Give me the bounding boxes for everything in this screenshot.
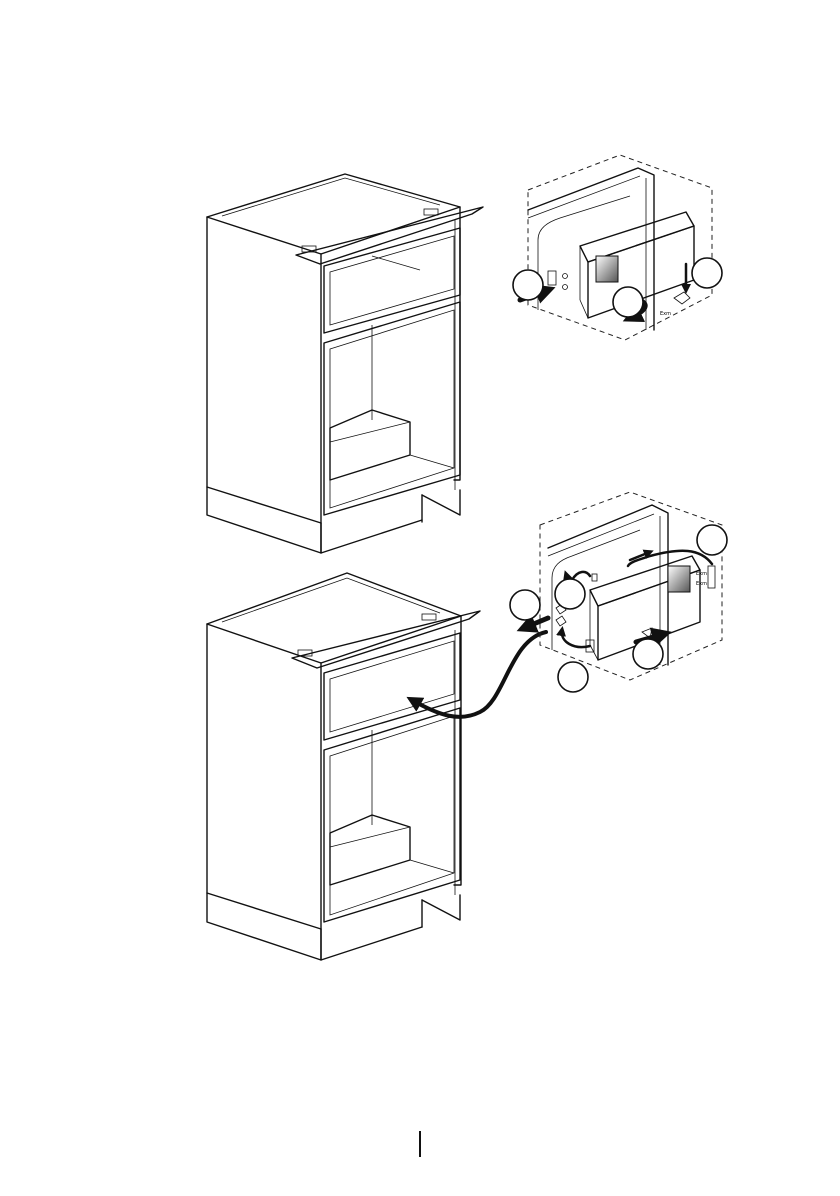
- step-callout-5: [558, 662, 588, 692]
- detail-top: Exm: [513, 155, 722, 340]
- cabinet-bottom: [207, 573, 546, 960]
- step-callout-4: [633, 639, 663, 669]
- step-callout-2: [555, 579, 585, 609]
- step-callout-3: [692, 258, 722, 288]
- step-callout-1: [510, 590, 540, 620]
- svg-text:Exm: Exm: [696, 581, 707, 587]
- detail-bottom: Exm Exm: [510, 492, 727, 692]
- svg-text:Exm: Exm: [660, 311, 671, 317]
- step-callout-2: [613, 287, 643, 317]
- cabinet-top: [207, 174, 483, 553]
- svg-text:Exm: Exm: [696, 571, 707, 577]
- step-callout-3: [697, 525, 727, 555]
- step-callout-1: [513, 270, 543, 300]
- page-number-divider: [419, 1131, 421, 1157]
